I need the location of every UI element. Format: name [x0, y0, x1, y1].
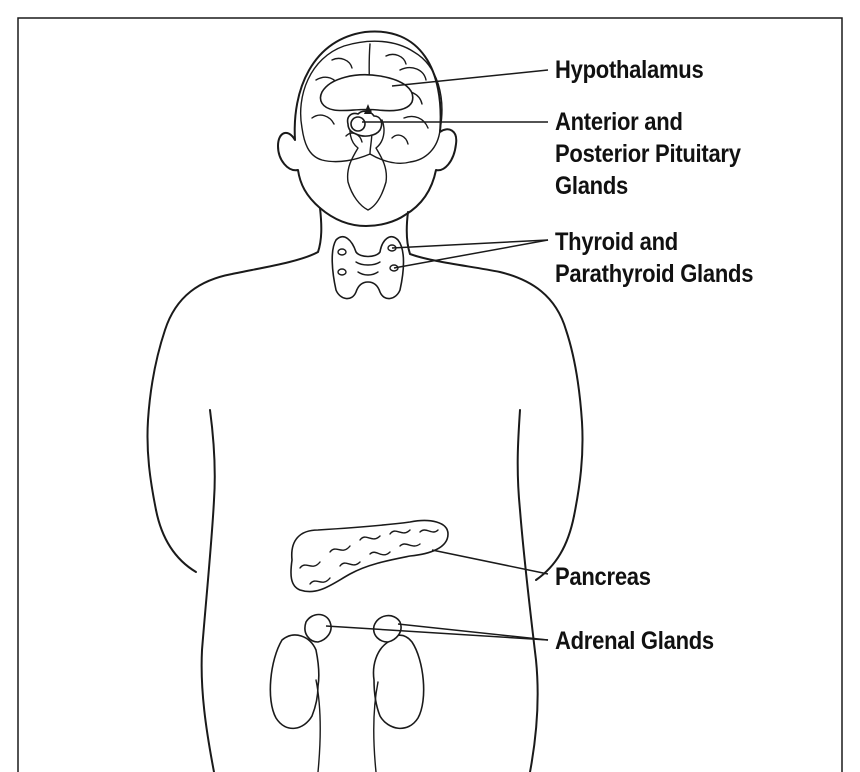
label-pituitary-line-1: Anterior and — [555, 106, 741, 138]
label-thyroid-line-1: Thyroid and — [555, 226, 753, 258]
label-pituitary: Anterior and Posterior Pituitary Glands — [555, 106, 741, 202]
label-adrenal-text: Adrenal Glands — [555, 625, 714, 657]
label-pituitary-line-2: Posterior Pituitary — [555, 138, 741, 170]
label-adrenal: Adrenal Glands — [555, 625, 714, 657]
leader-hypothalamus — [392, 70, 548, 86]
leader-pancreas — [432, 550, 548, 574]
kidneys — [270, 615, 423, 772]
body-outline — [147, 31, 582, 772]
label-thyroid: Thyroid and Parathyroid Glands — [555, 226, 753, 290]
thyroid — [332, 237, 403, 299]
label-pituitary-line-3: Glands — [555, 170, 741, 202]
label-pancreas: Pancreas — [555, 561, 651, 593]
brain — [301, 41, 442, 210]
label-hypothalamus-text: Hypothalamus — [555, 54, 703, 86]
label-hypothalamus: Hypothalamus — [555, 54, 703, 86]
label-pancreas-text: Pancreas — [555, 561, 651, 593]
pancreas — [291, 521, 448, 592]
label-thyroid-line-2: Parathyroid Glands — [555, 258, 753, 290]
